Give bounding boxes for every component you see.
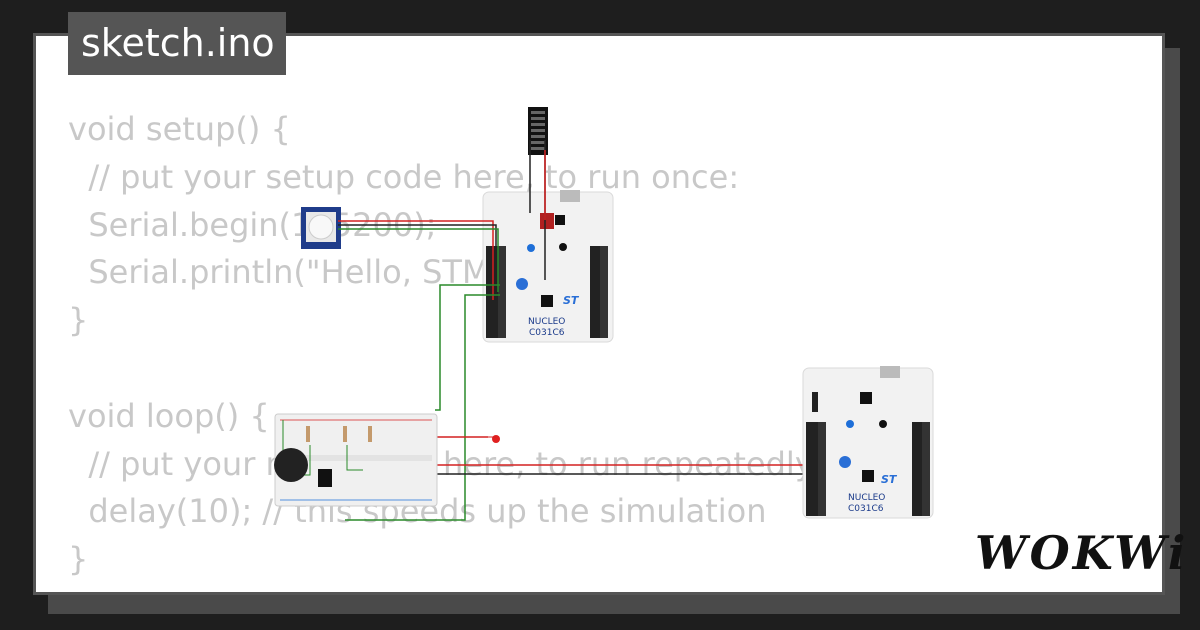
usb-connector xyxy=(540,213,554,229)
code-line: // put your setup code here, to run once… xyxy=(68,157,740,196)
led[interactable] xyxy=(488,435,500,443)
code-line: } xyxy=(68,301,89,340)
code-line: void setup() { xyxy=(68,110,291,148)
pir-sensor[interactable] xyxy=(301,207,341,249)
nucleo-board-1[interactable]: ST NUCLEO C031C6 xyxy=(482,190,614,343)
user-button[interactable] xyxy=(527,244,535,252)
code-line: void loop() { xyxy=(68,396,270,435)
buzzer[interactable] xyxy=(274,448,308,482)
nucleo-board-2[interactable]: ST NUCLEO C031C6 xyxy=(802,366,934,519)
reset-button[interactable] xyxy=(559,243,567,251)
breadboard[interactable] xyxy=(274,413,438,507)
board-label-1: NUCLEO xyxy=(848,493,885,503)
lcd-module[interactable] xyxy=(528,107,548,155)
file-tab[interactable]: sketch.ino xyxy=(68,12,286,75)
code-editor[interactable]: void setup() { // put your setup code he… xyxy=(68,106,822,584)
reset-button[interactable] xyxy=(879,420,887,428)
ic-chip xyxy=(318,469,332,487)
wokwi-logo: WOKWi xyxy=(975,526,1189,580)
user-button[interactable] xyxy=(846,420,854,428)
st-logo: ST xyxy=(563,294,580,307)
board-label-1: NUCLEO xyxy=(528,317,565,327)
board-label-2: C031C6 xyxy=(529,328,565,338)
code-line: } xyxy=(68,540,89,579)
st-logo: ST xyxy=(881,473,898,486)
board-label-2: C031C6 xyxy=(848,504,884,514)
